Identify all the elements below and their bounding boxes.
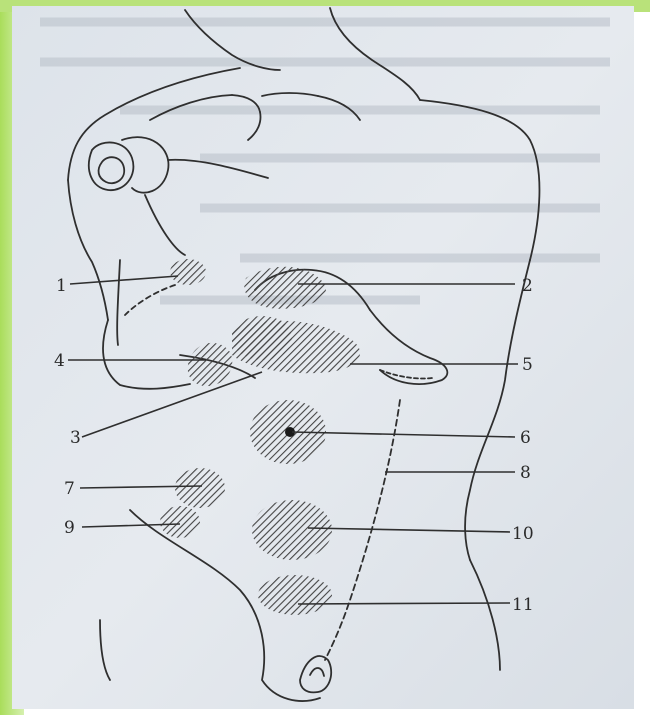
label-5: 5 <box>522 355 533 375</box>
label-8: 8 <box>520 463 531 483</box>
label-6: 6 <box>520 428 531 448</box>
zone-11 <box>258 575 332 615</box>
label-4: 4 <box>54 351 65 371</box>
zone-1 <box>170 259 206 285</box>
label-7: 7 <box>64 479 75 499</box>
label-1: 1 <box>56 276 67 296</box>
zone-7 <box>175 468 225 508</box>
zone-9 <box>160 506 200 538</box>
label-11: 11 <box>512 595 534 615</box>
label-9: 9 <box>64 518 75 538</box>
zone-10 <box>252 500 332 560</box>
label-3: 3 <box>70 428 81 448</box>
label-2: 2 <box>522 276 533 296</box>
label-10: 10 <box>512 524 534 544</box>
